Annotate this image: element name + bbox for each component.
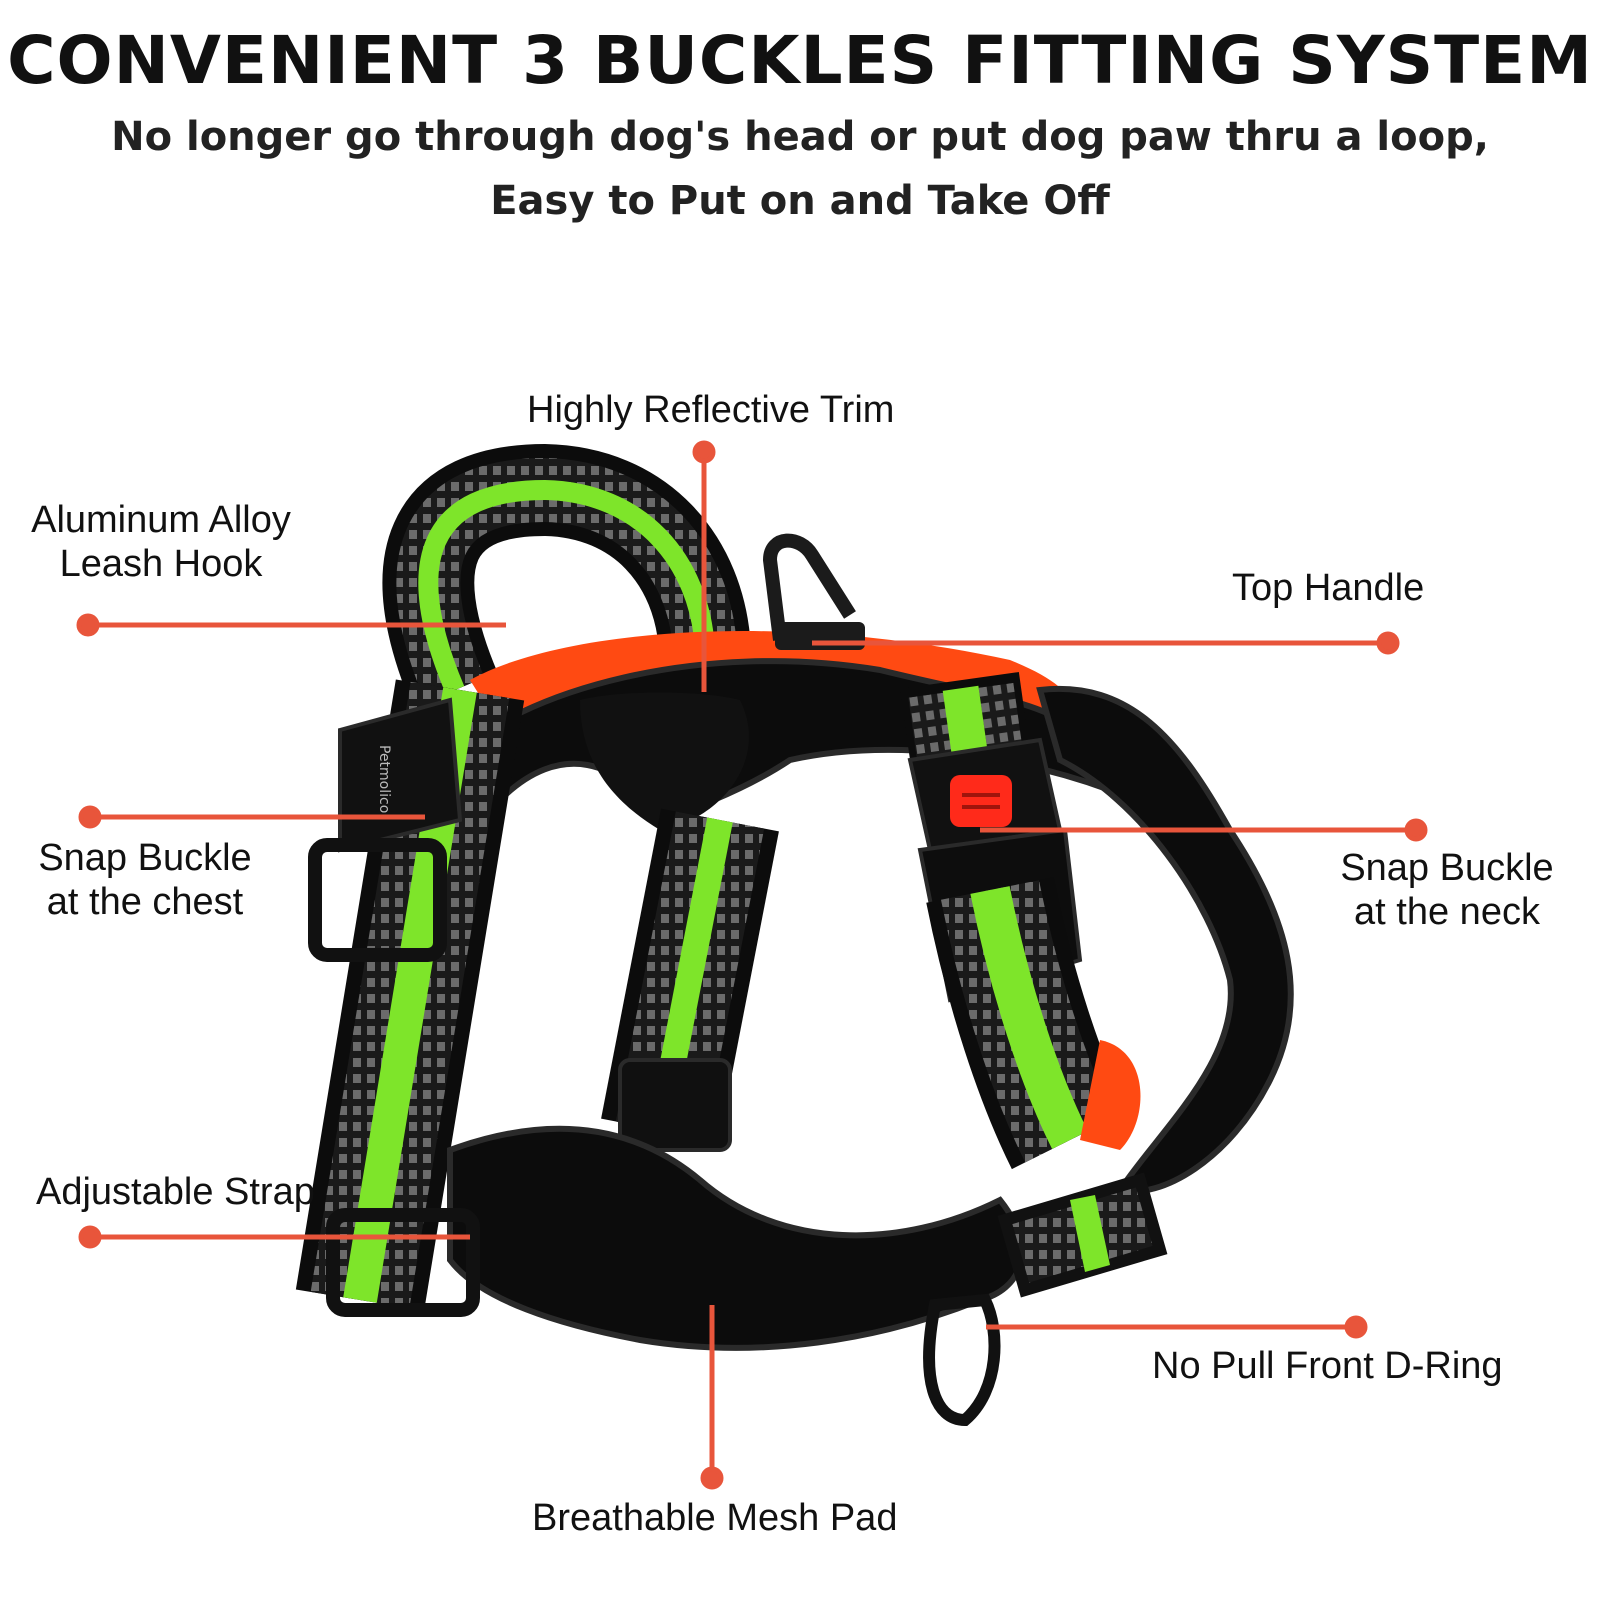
callout-d-ring: No Pull Front D-Ring	[1152, 1344, 1503, 1388]
right-belly-adjuster	[997, 1172, 1168, 1298]
dot-mesh-pad	[700, 1466, 724, 1490]
brand-mark: Petmolico	[376, 745, 392, 813]
dot-chest-buckle	[78, 805, 102, 829]
callout-leash-hook: Aluminum Alloy Leash Hook	[26, 498, 296, 586]
callout-chest-buckle-line2: at the chest	[46, 881, 244, 923]
callout-leash-hook-line2: Leash Hook	[59, 543, 263, 585]
callout-chest-buckle: Snap Buckle at the chest	[34, 836, 256, 924]
callout-neck-buckle: Snap Buckle at the neck	[1336, 846, 1558, 934]
orange-neck-lining	[1080, 1040, 1141, 1150]
callout-reflective-trim-text: Highly Reflective Trim	[527, 389, 895, 431]
dot-top-handle	[1376, 631, 1400, 655]
callout-chest-buckle-line1: Snap Buckle	[38, 837, 252, 879]
callout-neck-buckle-line1: Snap Buckle	[1340, 847, 1554, 889]
callout-top-handle-text: Top Handle	[1232, 567, 1425, 609]
callout-mesh-pad-text: Breathable Mesh Pad	[532, 1497, 898, 1539]
left-strap-adjuster	[326, 1208, 480, 1317]
callout-adjustable-strap-text: Adjustable Strap	[36, 1171, 315, 1213]
callout-leash-hook-line1: Aluminum Alloy	[31, 499, 291, 541]
callout-d-ring-text: No Pull Front D-Ring	[1152, 1345, 1503, 1387]
subtitle-line-1: No longer go through dog's head or put d…	[111, 114, 1489, 160]
dot-neck-buckle	[1404, 818, 1428, 842]
top-handle-strap	[382, 443, 751, 708]
neck-strap-upper	[900, 672, 1030, 768]
dot-reflective-trim	[692, 440, 716, 464]
right-side-strap	[926, 877, 1129, 1170]
callout-top-handle: Top Handle	[1232, 566, 1424, 610]
mesh-lining	[580, 692, 749, 830]
dot-d-ring	[1344, 1315, 1368, 1339]
callout-mesh-pad: Breathable Mesh Pad	[532, 1496, 897, 1540]
center-strap	[601, 808, 779, 1152]
buckle-release-button	[950, 775, 1012, 827]
subtitle-line-2: Easy to Put on and Take Off	[490, 178, 1110, 224]
page-title: CONVENIENT 3 BUCKLES FITTING SYSTEM	[7, 22, 1593, 99]
dot-adjustable-strap	[78, 1225, 102, 1249]
dot-leash-hook	[76, 613, 100, 637]
callout-adjustable-strap: Adjustable Strap	[36, 1170, 315, 1214]
chest-snap-buckle: Petmolico	[308, 697, 463, 962]
callout-reflective-trim: Highly Reflective Trim	[527, 388, 894, 432]
callout-neck-buckle-line2: at the neck	[1354, 891, 1540, 933]
neck-pad	[1036, 685, 1294, 1195]
